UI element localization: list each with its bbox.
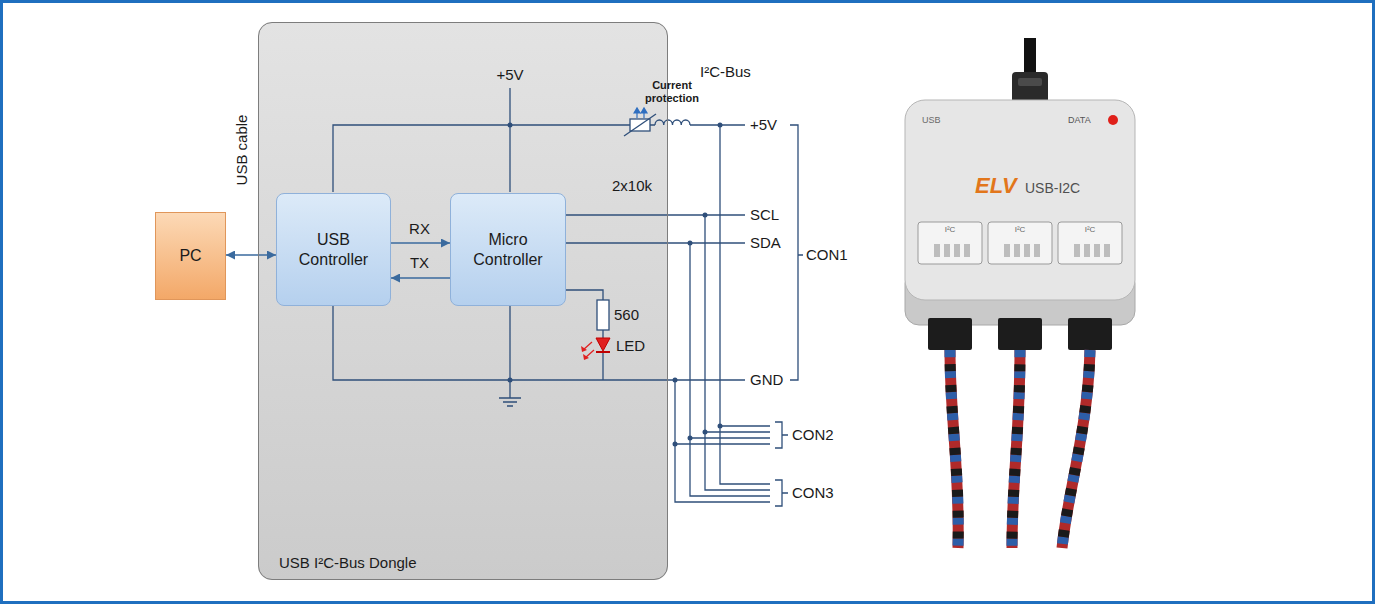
sda-wire	[690, 243, 770, 496]
label-anchor: USB	[922, 115, 941, 126]
pin-name: GND	[750, 371, 783, 389]
pin-name: SDA	[750, 234, 781, 252]
label-anchor: +5V	[496, 66, 523, 84]
port-marking: I²C	[1015, 225, 1026, 235]
resistor-value: 560	[614, 306, 639, 324]
pin-name: SCL	[750, 206, 779, 224]
connector-name: CON3	[792, 484, 834, 502]
label-anchor: Current protection	[634, 79, 710, 105]
label-anchor: SCL	[750, 206, 779, 224]
component-label: LED	[616, 337, 645, 355]
note-label: Current protection	[634, 79, 710, 105]
label-anchor: I²C	[1015, 225, 1026, 235]
label-anchor: 560	[614, 306, 639, 324]
housing-fill	[258, 22, 668, 580]
supply-wire	[509, 88, 510, 192]
connector-name: CON1	[806, 246, 848, 264]
label-anchor: CON1	[806, 246, 848, 264]
product-marking: USB-I2C	[1025, 180, 1080, 197]
product-marking: USB	[922, 115, 941, 126]
bus-label: I²C-Bus	[700, 63, 751, 81]
computer-box: PC	[155, 212, 226, 300]
inductor-symbol	[655, 120, 690, 125]
ground-wire	[675, 380, 770, 502]
connector-bracket	[775, 422, 788, 448]
pin-name: +5V	[750, 116, 777, 134]
label-anchor: SDA	[750, 234, 781, 252]
controller-box: USB Controller	[276, 193, 391, 306]
label-anchor: USB-I2C	[1025, 180, 1080, 197]
port-marking: I²C	[945, 225, 956, 235]
cable-label: USB cable	[233, 115, 251, 186]
box-label: Micro Controller	[462, 230, 554, 270]
label-anchor: 2x10k	[612, 177, 652, 195]
port-marking: I²C	[1085, 225, 1096, 235]
thermistor-symbol	[624, 114, 656, 136]
supply-wire	[720, 125, 770, 484]
voltage-label: +5V	[496, 66, 523, 84]
connector-bracket	[790, 125, 803, 380]
label-anchor: RX	[409, 220, 430, 238]
label-anchor: LED	[616, 337, 645, 355]
label-anchor: DATA	[1068, 115, 1091, 126]
led-symbol	[581, 338, 610, 360]
thermistor-arrows	[634, 108, 647, 118]
controller-box: Micro Controller	[450, 193, 566, 306]
resistor-symbol	[597, 300, 609, 330]
label-anchor: ELV	[975, 173, 1017, 199]
label-anchor: USB cable	[233, 115, 251, 186]
connector-bracket	[775, 480, 788, 506]
scl-wire	[565, 214, 745, 215]
scl-wire	[705, 215, 770, 490]
circuit-wires	[333, 88, 803, 506]
label-anchor: GND	[750, 371, 783, 389]
resistor-value: 2x10k	[612, 177, 652, 195]
signal-arrow	[226, 254, 276, 256]
label-anchor: I²C	[1085, 225, 1096, 235]
label-anchor: CON3	[792, 484, 834, 502]
box-label: USB I²C-Bus Dongle	[279, 554, 417, 573]
label-anchor: +5V	[750, 116, 777, 134]
signal-name: RX	[409, 220, 430, 238]
product-photo	[905, 38, 1135, 548]
product-marking: DATA	[1068, 115, 1091, 126]
housing-box: USB I²C-Bus Dongle USB Controller Micro Co…	[258, 22, 668, 580]
signal-arrow	[391, 277, 450, 279]
label-anchor: I²C-Bus	[700, 63, 751, 81]
signal-arrow	[391, 242, 450, 244]
ground-wire	[333, 305, 745, 380]
box-label: USB Controller	[288, 230, 379, 270]
brand-logo: ELV	[975, 173, 1017, 199]
connector-name: CON2	[792, 426, 834, 444]
label-anchor: I²C	[945, 225, 956, 235]
sda-wire	[565, 242, 745, 243]
label-anchor: CON2	[792, 426, 834, 444]
box-label: PC	[179, 246, 201, 266]
ground-symbol	[499, 380, 521, 406]
label-anchor: TX	[410, 254, 429, 272]
supply-wire	[333, 125, 745, 192]
signal-name: TX	[410, 254, 429, 272]
